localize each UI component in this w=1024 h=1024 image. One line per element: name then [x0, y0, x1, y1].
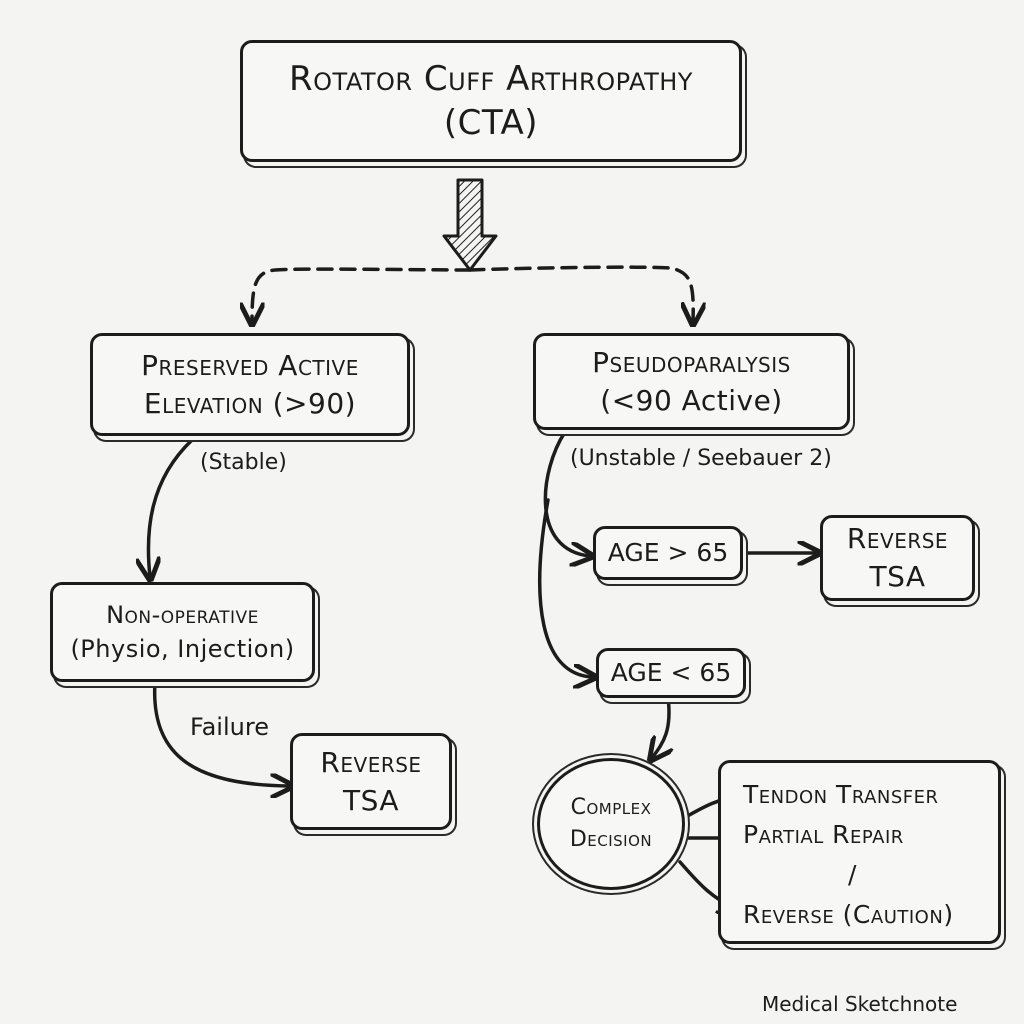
complex-decision-circle: Complex Decision — [537, 758, 685, 890]
right-reverse-tsa-line-1: Reverse — [846, 522, 949, 555]
title-line-2: (CTA) — [443, 103, 539, 143]
preserved-elevation-box: Preserved Active Elevation (>90) — [90, 333, 410, 436]
option-reverse-caution: Reverse (Caution) — [743, 900, 954, 929]
right-reverse-tsa-line-2: TSA — [869, 560, 926, 593]
title-box: Rotator Cuff Arthropathy (CTA) — [240, 40, 742, 162]
preserved-elevation-line-1: Preserved Active — [141, 348, 359, 382]
non-operative-box: Non-operative (Physio, Injection) — [50, 582, 315, 682]
age-under-65-text: AGE < 65 — [610, 658, 732, 687]
title-line-1: Rotator Cuff Arthropathy — [289, 59, 693, 99]
dashed-branch-right — [468, 265, 693, 322]
pseudoparalysis-line-1: Pseudoparalysis — [592, 345, 791, 379]
failure-label: Failure — [190, 713, 269, 741]
unstable-label: (Unstable / Seebauer 2) — [570, 446, 832, 471]
option-partial-repair: Partial Repair — [743, 820, 904, 849]
edge-pseudo-to-agelow — [538, 498, 593, 677]
surgical-options-box: Tendon Transfer Partial Repair / Reverse… — [718, 760, 1001, 944]
age-over-65-box: AGE > 65 — [593, 526, 743, 580]
left-reverse-tsa-line-2: TSA — [342, 783, 400, 817]
stable-label: (Stable) — [200, 450, 287, 475]
left-reverse-tsa-box: Reverse TSA — [290, 733, 452, 830]
option-separator: / — [848, 860, 857, 889]
preserved-elevation-line-2: Elevation (>90) — [143, 386, 357, 420]
pseudoparalysis-box: Pseudoparalysis (<90 Active) — [533, 333, 850, 430]
pseudoparalysis-line-2: (<90 Active) — [600, 383, 783, 417]
left-reverse-tsa-line-1: Reverse — [320, 745, 422, 779]
signature: Medical Sketchnote — [762, 992, 958, 1016]
age-under-65-box: AGE < 65 — [596, 648, 746, 698]
edge-preserved-to-nonop — [148, 438, 194, 577]
edge-nonop-to-reverse — [152, 680, 290, 786]
complex-decision-line-1: Complex — [570, 795, 652, 820]
non-operative-line-2: (Physio, Injection) — [70, 635, 295, 663]
right-reverse-tsa-box: Reverse TSA — [820, 515, 975, 601]
edge-agelow-to-decision — [652, 695, 669, 758]
non-operative-line-1: Non-operative — [106, 601, 259, 629]
age-over-65-text: AGE > 65 — [607, 538, 729, 567]
dashed-branch-left — [252, 267, 472, 322]
title-down-arrow — [442, 178, 498, 272]
complex-decision-line-2: Decision — [569, 827, 653, 852]
option-tendon-transfer: Tendon Transfer — [743, 780, 939, 809]
